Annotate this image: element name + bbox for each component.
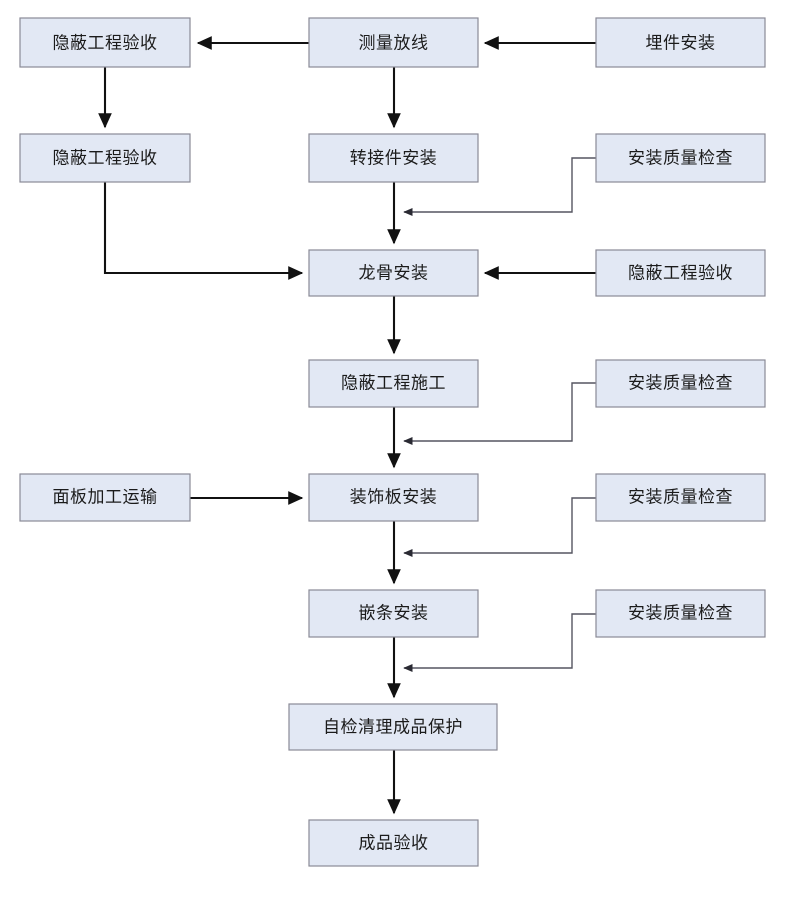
node-install-quality-check-1[interactable]: 安装质量检查	[595, 133, 766, 183]
node-hidden-work-acceptance-2[interactable]: 隐蔽工程验收	[19, 133, 191, 183]
node-embedded-parts-install[interactable]: 埋件安装	[595, 17, 766, 68]
node-panel-fabrication-transport[interactable]: 面板加工运输	[19, 473, 191, 522]
node-self-inspection-cleaning-protection[interactable]: 自检清理成品保护	[288, 703, 498, 751]
node-install-quality-check-2[interactable]: 安装质量检查	[595, 359, 766, 408]
edge-n13-feedback	[403, 497, 596, 558]
node-layer: 隐蔽工程验收 测量放线 埋件安装 隐蔽工程验收 转接件安装 安装质量检查	[19, 17, 766, 867]
node-decorative-panel-install[interactable]: 装饰板安装	[308, 473, 479, 522]
node-hidden-work-acceptance-1[interactable]: 隐蔽工程验收	[19, 17, 191, 68]
node-install-quality-check-3[interactable]: 安装质量检查	[595, 473, 766, 522]
node-final-acceptance[interactable]: 成品验收	[308, 819, 479, 867]
edge-layer	[98, 36, 596, 815]
node-survey-setting-out[interactable]: 测量放线	[308, 17, 479, 68]
edge-n6-feedback	[403, 157, 596, 217]
edge-n4-to-n7	[103, 182, 304, 280]
node-hidden-work-construction[interactable]: 隐蔽工程施工	[308, 359, 479, 408]
node-adapter-install[interactable]: 转接件安装	[308, 133, 479, 183]
node-install-quality-check-4[interactable]: 安装质量检查	[595, 589, 766, 638]
edge-n10-feedback	[403, 382, 596, 446]
node-hidden-work-acceptance-3[interactable]: 隐蔽工程验收	[595, 249, 766, 297]
node-keel-install[interactable]: 龙骨安装	[308, 249, 479, 297]
node-inlay-strip-install[interactable]: 嵌条安装	[308, 589, 479, 638]
edge-n15-feedback	[403, 613, 596, 673]
